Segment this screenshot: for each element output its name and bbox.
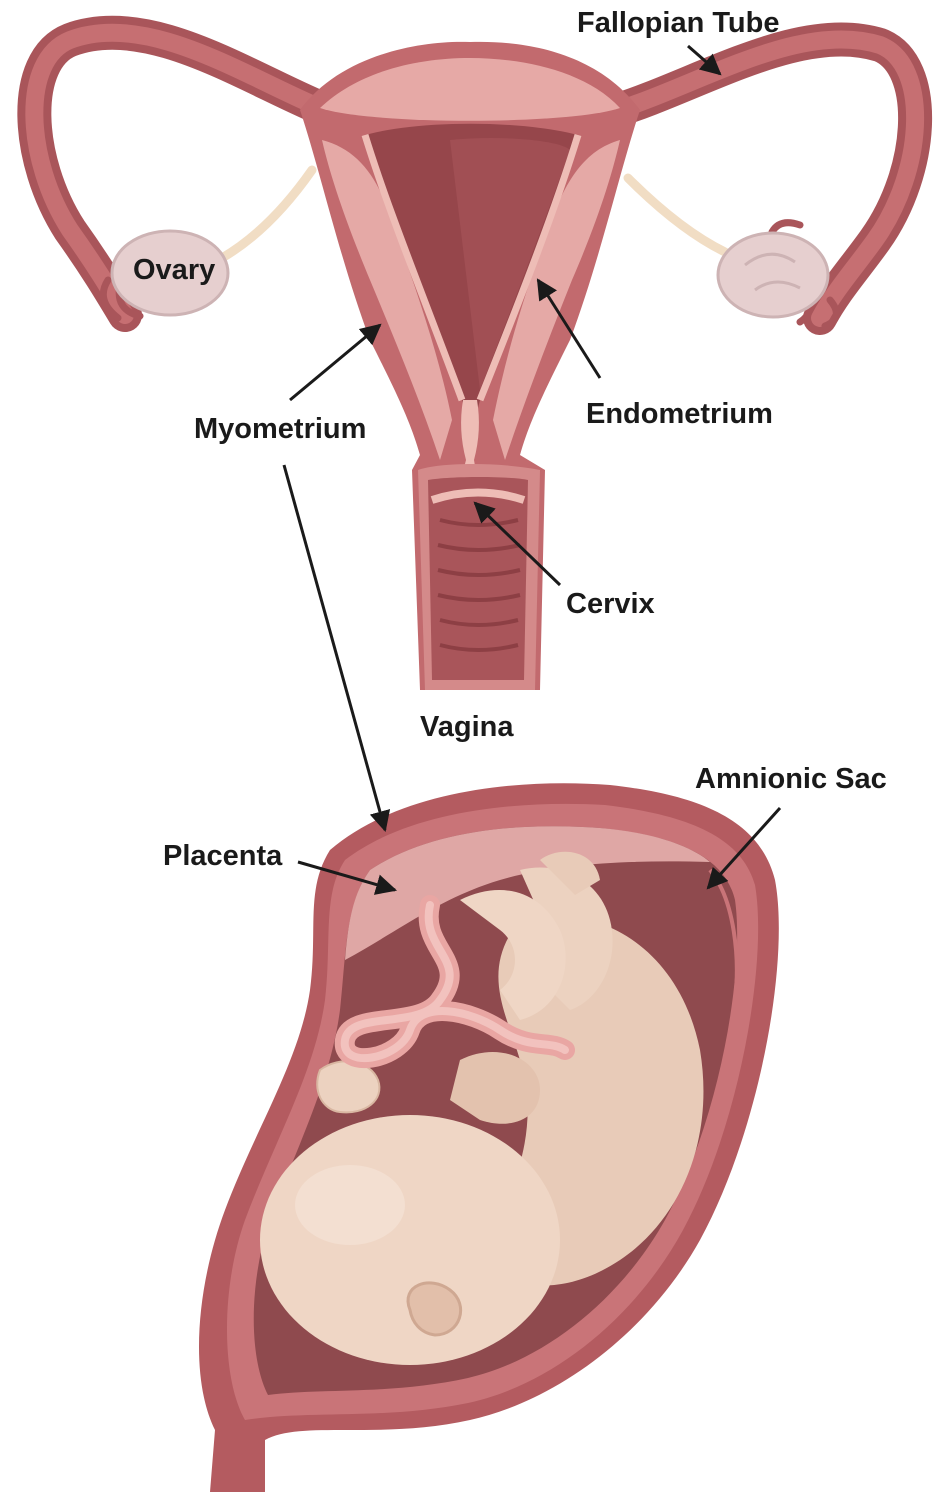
- fetus-head: [260, 1115, 560, 1365]
- label-endometrium: Endometrium: [586, 400, 773, 429]
- uterus: [34, 33, 915, 690]
- label-ovary: Ovary: [133, 256, 215, 285]
- label-placenta: Placenta: [163, 842, 282, 871]
- label-cervix: Cervix: [566, 590, 655, 619]
- label-myometrium: Myometrium: [194, 415, 366, 444]
- left-ovarian-ligament: [222, 170, 312, 258]
- label-vagina: Vagina: [420, 713, 514, 742]
- label-amnionic-sac: Amnionic Sac: [695, 765, 887, 794]
- right-ovarian-ligament: [628, 178, 725, 252]
- right-ovary: [718, 233, 828, 317]
- pregnant-uterus: [199, 783, 779, 1492]
- fetus-hand: [317, 1061, 379, 1112]
- myometrium-upper-arrow: [290, 325, 380, 400]
- myometrium-lower-arrow: [284, 465, 385, 830]
- label-fallopian-tube: Fallopian Tube: [577, 9, 779, 38]
